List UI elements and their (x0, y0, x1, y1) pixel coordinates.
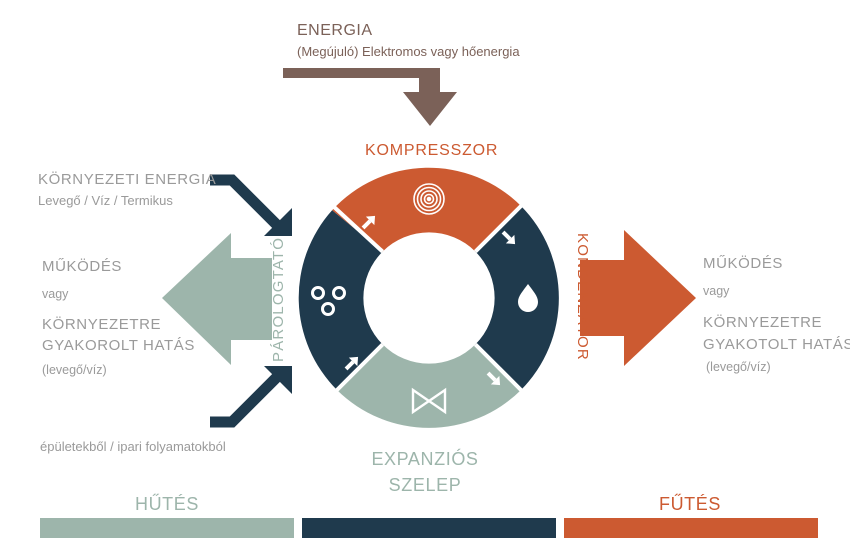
expansion-label-line2: SZELEP (388, 475, 462, 495)
env-energy-title: KÖRNYEZETI ENERGIA (38, 171, 217, 188)
heating-output-arrow (580, 230, 696, 366)
expansion-label-line1: EXPANZIÓS (371, 449, 479, 469)
cooling-output-arrow (162, 233, 272, 365)
evaporator-segment (298, 210, 383, 390)
left-impact-line2: GYAKOROLT HATÁS (42, 337, 195, 354)
flow-arrow-icon (344, 356, 359, 371)
expansion-valve-label: EXPANZIÓS SZELEP (340, 446, 510, 498)
env-energy-arrow (210, 174, 292, 236)
evaporator-label: PÁROLOGTATÓ (270, 236, 287, 362)
heating-label: FŰTÉS (658, 494, 721, 514)
flow-arrows (344, 215, 516, 386)
flow-arrow-icon (361, 215, 376, 230)
condenser-label: KONDENZÁTOR (574, 233, 591, 361)
expansion-valve-segment (337, 344, 521, 428)
energy-subtitle: (Megújuló) Elektromos vagy hőenergia (297, 44, 520, 59)
bowtie-valve-icon (411, 387, 447, 415)
middle-bar (302, 518, 556, 538)
left-impact-sub: (levegő/víz) (42, 363, 107, 377)
concentric-circles-icon (413, 183, 445, 215)
right-or-label: vagy (703, 284, 730, 298)
cooling-bar (40, 518, 294, 538)
condenser-segment (475, 206, 559, 390)
building-source-note: épületekből / ipari folyamatokból (40, 439, 226, 454)
flow-arrow-icon (486, 371, 501, 386)
left-operation-label: MŰKÖDÉS (42, 258, 123, 275)
three-bubbles-icon (311, 286, 346, 316)
left-or-label: vagy (42, 287, 69, 301)
env-energy-subtitle: Levegő / Víz / Termikus (38, 193, 173, 208)
building-source-arrow (210, 366, 292, 428)
compressor-label: KOMPRESSZOR (365, 142, 499, 159)
heating-bar (564, 518, 818, 538)
droplet-icon (518, 284, 538, 312)
flow-arrow-icon (501, 230, 516, 245)
right-impact-line1: KÖRNYEZETRE (703, 314, 823, 331)
right-impact-line2: GYAKOTOLT HATÁS (703, 336, 850, 353)
cooling-label: HŰTÉS (134, 494, 199, 514)
energy-input-arrow (283, 68, 457, 126)
energy-title: ENERGIA (297, 22, 373, 39)
left-impact-line1: KÖRNYEZETRE (42, 316, 162, 333)
right-impact-sub: (levegő/víz) (706, 360, 771, 374)
right-operation-label: MŰKÖDÉS (703, 255, 784, 272)
